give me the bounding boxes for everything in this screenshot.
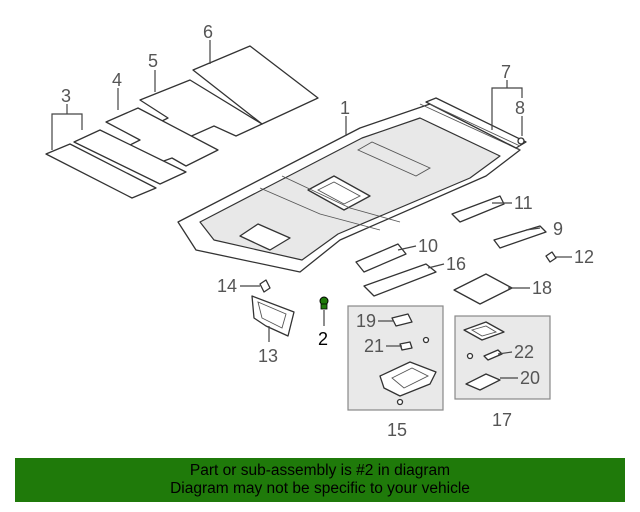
handle-part-9 — [493, 225, 547, 249]
callout-3: 3 — [61, 86, 71, 106]
assembly-box-17 — [454, 315, 551, 400]
notice-line-1: Part or sub-assembly is #2 in diagram — [189, 462, 451, 479]
clip-part-12 — [545, 251, 557, 263]
exploded-parts-diagram: 6 5 4 3 1 7 8 11 9 12 10 16 18 14 13 2 1… — [45, 22, 594, 440]
callout-8: 8 — [515, 98, 525, 118]
callout-19: 19 — [356, 311, 376, 331]
clip-part-2 — [319, 296, 329, 310]
callout-9: 9 — [553, 219, 563, 239]
bracket-part-11 — [451, 195, 505, 223]
pad-part-6 — [192, 45, 319, 125]
callout-10: 10 — [418, 236, 438, 256]
callout-20: 20 — [520, 368, 540, 388]
callout-12: 12 — [574, 247, 594, 267]
bracket-part-10 — [355, 243, 407, 273]
visor-part-13 — [251, 295, 295, 337]
clip-part-14 — [259, 279, 271, 293]
headliner-part-1 — [177, 103, 521, 273]
callout-11: 11 — [514, 193, 533, 213]
callout-5: 5 — [148, 51, 158, 71]
callout-1: 1 — [340, 98, 350, 118]
assembly-box-15 — [347, 305, 444, 411]
callout-14: 14 — [217, 276, 237, 296]
callout-7: 7 — [501, 62, 511, 82]
callout-17: 17 — [492, 410, 512, 430]
leader-lines — [51, 40, 572, 379]
callout-6: 6 — [203, 22, 213, 42]
pad-part-3a — [73, 129, 187, 185]
callout-2: 2 — [318, 329, 328, 349]
diagram-notice-banner: Part or sub-assembly is #2 in diagram Di… — [15, 458, 625, 502]
notice-line-2: Diagram may not be specific to your vehi… — [170, 480, 470, 497]
clip-part-8 — [517, 137, 525, 145]
pad-part-3b — [45, 143, 157, 199]
bracket-part-16 — [363, 263, 437, 297]
rail-part-7 — [425, 97, 527, 149]
callout-13: 13 — [258, 346, 278, 366]
callout-4: 4 — [112, 70, 122, 90]
callout-15: 15 — [387, 420, 407, 440]
callout-21: 21 — [364, 336, 384, 356]
callout-18: 18 — [532, 278, 552, 298]
plate-part-18 — [453, 273, 513, 305]
callout-labels: 6 5 4 3 1 7 8 11 9 12 10 16 18 14 13 2 1… — [61, 22, 594, 440]
callout-16: 16 — [446, 254, 466, 274]
callout-22: 22 — [514, 342, 534, 362]
